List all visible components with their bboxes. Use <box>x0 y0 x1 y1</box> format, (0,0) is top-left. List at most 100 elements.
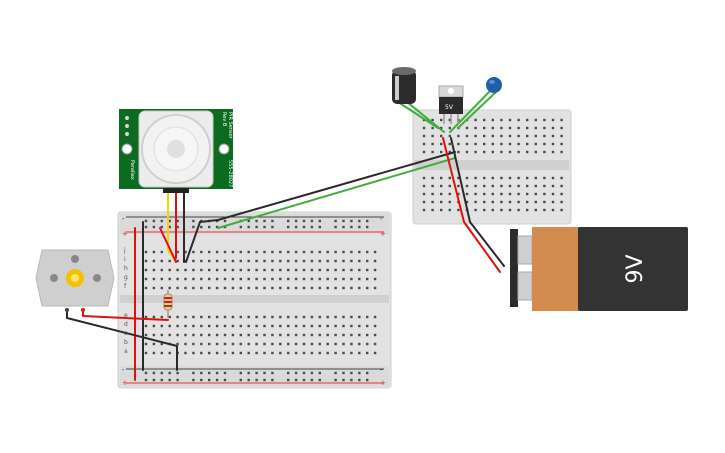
breadboard-hole[interactable] <box>160 342 163 346</box>
breadboard-hole[interactable] <box>474 118 477 122</box>
breadboard-hole[interactable] <box>422 126 426 130</box>
breadboard-hole[interactable] <box>223 225 227 229</box>
breadboard-hole[interactable] <box>247 351 250 355</box>
breadboard-hole[interactable] <box>358 351 361 355</box>
breadboard-hole[interactable] <box>144 268 148 272</box>
breadboard-hole[interactable] <box>483 184 486 188</box>
breadboard-hole[interactable] <box>168 286 171 290</box>
breadboard-hole[interactable] <box>491 134 494 138</box>
breadboard-hole[interactable] <box>326 324 329 328</box>
breadboard-hole[interactable] <box>152 351 156 355</box>
breadboard-hole[interactable] <box>342 250 345 254</box>
breadboard-hole[interactable] <box>465 200 469 204</box>
breadboard-hole[interactable] <box>526 192 529 196</box>
breadboard-hole[interactable] <box>247 219 250 223</box>
breadboard-hole[interactable] <box>310 333 314 337</box>
breadboard-hole[interactable] <box>247 268 250 272</box>
breadboard-hole[interactable] <box>255 259 258 263</box>
breadboard-hole[interactable] <box>358 342 361 346</box>
breadboard-hole[interactable] <box>366 315 369 319</box>
breadboard-hole[interactable] <box>342 378 345 382</box>
breadboard-hole[interactable] <box>168 324 171 328</box>
breadboard-hole[interactable] <box>215 259 219 263</box>
breadboard-hole[interactable] <box>215 225 219 229</box>
breadboard-hole[interactable] <box>287 277 290 281</box>
breadboard-hole[interactable] <box>192 371 195 375</box>
breadboard-hole[interactable] <box>215 324 219 328</box>
breadboard-hole[interactable] <box>318 286 321 290</box>
breadboard-hole[interactable] <box>448 150 451 154</box>
breadboard-hole[interactable] <box>152 315 156 319</box>
breadboard-hole[interactable] <box>287 378 290 382</box>
breadboard-hole[interactable] <box>271 351 274 355</box>
breadboard-hole[interactable] <box>560 142 563 146</box>
breadboard-hole[interactable] <box>200 378 203 382</box>
breadboard-hole[interactable] <box>223 342 227 346</box>
breadboard-hole[interactable] <box>318 371 321 375</box>
breadboard-hole[interactable] <box>318 219 321 223</box>
breadboard-hole[interactable] <box>517 150 520 154</box>
breadboard-hole[interactable] <box>457 192 460 196</box>
breadboard-hole[interactable] <box>508 200 512 204</box>
breadboard-hole[interactable] <box>534 150 537 154</box>
breadboard-hole[interactable] <box>239 333 242 337</box>
breadboard-hole[interactable] <box>491 150 494 154</box>
breadboard-hole[interactable] <box>543 150 546 154</box>
breadboard-hole[interactable] <box>287 259 290 263</box>
breadboard-hole[interactable] <box>318 324 321 328</box>
breadboard-hole[interactable] <box>543 118 546 122</box>
breadboard-hole[interactable] <box>334 333 337 337</box>
breadboard-hole[interactable] <box>310 259 314 263</box>
breadboard-hole[interactable] <box>448 134 451 138</box>
breadboard-hole[interactable] <box>334 225 337 229</box>
breadboard-hole[interactable] <box>176 342 179 346</box>
breadboard-hole[interactable] <box>318 259 321 263</box>
breadboard-hole[interactable] <box>474 134 477 138</box>
breadboard-hole[interactable] <box>366 378 369 382</box>
breadboard-hole[interactable] <box>247 315 250 319</box>
breadboard-hole[interactable] <box>440 142 443 146</box>
breadboard-hole[interactable] <box>247 259 250 263</box>
breadboard-hole[interactable] <box>271 277 274 281</box>
breadboard-hole[interactable] <box>342 219 345 223</box>
breadboard-hole[interactable] <box>358 250 361 254</box>
breadboard-hole[interactable] <box>350 219 353 223</box>
breadboard-hole[interactable] <box>543 142 546 146</box>
breadboard-hole[interactable] <box>373 342 377 346</box>
breadboard-hole[interactable] <box>543 208 546 212</box>
breadboard-hole[interactable] <box>526 126 529 130</box>
breadboard-hole[interactable] <box>144 259 148 263</box>
breadboard-hole[interactable] <box>152 333 156 337</box>
breadboard-hole[interactable] <box>144 225 148 229</box>
breadboard-hole[interactable] <box>208 333 211 337</box>
breadboard-hole[interactable] <box>200 324 203 328</box>
breadboard-hole[interactable] <box>223 286 227 290</box>
breadboard-hole[interactable] <box>302 286 306 290</box>
breadboard-hole[interactable] <box>342 342 345 346</box>
breadboard-hole[interactable] <box>334 277 337 281</box>
breadboard-hole[interactable] <box>431 200 434 204</box>
breadboard-hole[interactable] <box>318 315 321 319</box>
breadboard-hole[interactable] <box>326 277 329 281</box>
breadboard-hole[interactable] <box>184 268 187 272</box>
breadboard-hole[interactable] <box>457 184 460 188</box>
breadboard-hole[interactable] <box>231 315 235 319</box>
breadboard-hole[interactable] <box>255 315 258 319</box>
breadboard-hole[interactable] <box>231 250 235 254</box>
breadboard-hole[interactable] <box>231 342 235 346</box>
breadboard-hole[interactable] <box>334 371 337 375</box>
breadboard-hole[interactable] <box>358 378 361 382</box>
breadboard-hole[interactable] <box>560 176 563 180</box>
breadboard-hole[interactable] <box>534 176 537 180</box>
breadboard-hole[interactable] <box>200 286 203 290</box>
breadboard-hole[interactable] <box>192 259 195 263</box>
breadboard-hole[interactable] <box>422 134 426 138</box>
breadboard-hole[interactable] <box>231 333 235 337</box>
breadboard-hole[interactable] <box>483 176 486 180</box>
breadboard-hole[interactable] <box>457 176 460 180</box>
breadboard-hole[interactable] <box>255 250 258 254</box>
breadboard-hole[interactable] <box>551 142 555 146</box>
breadboard-hole[interactable] <box>350 225 353 229</box>
breadboard-hole[interactable] <box>373 259 377 263</box>
breadboard-hole[interactable] <box>448 126 451 130</box>
